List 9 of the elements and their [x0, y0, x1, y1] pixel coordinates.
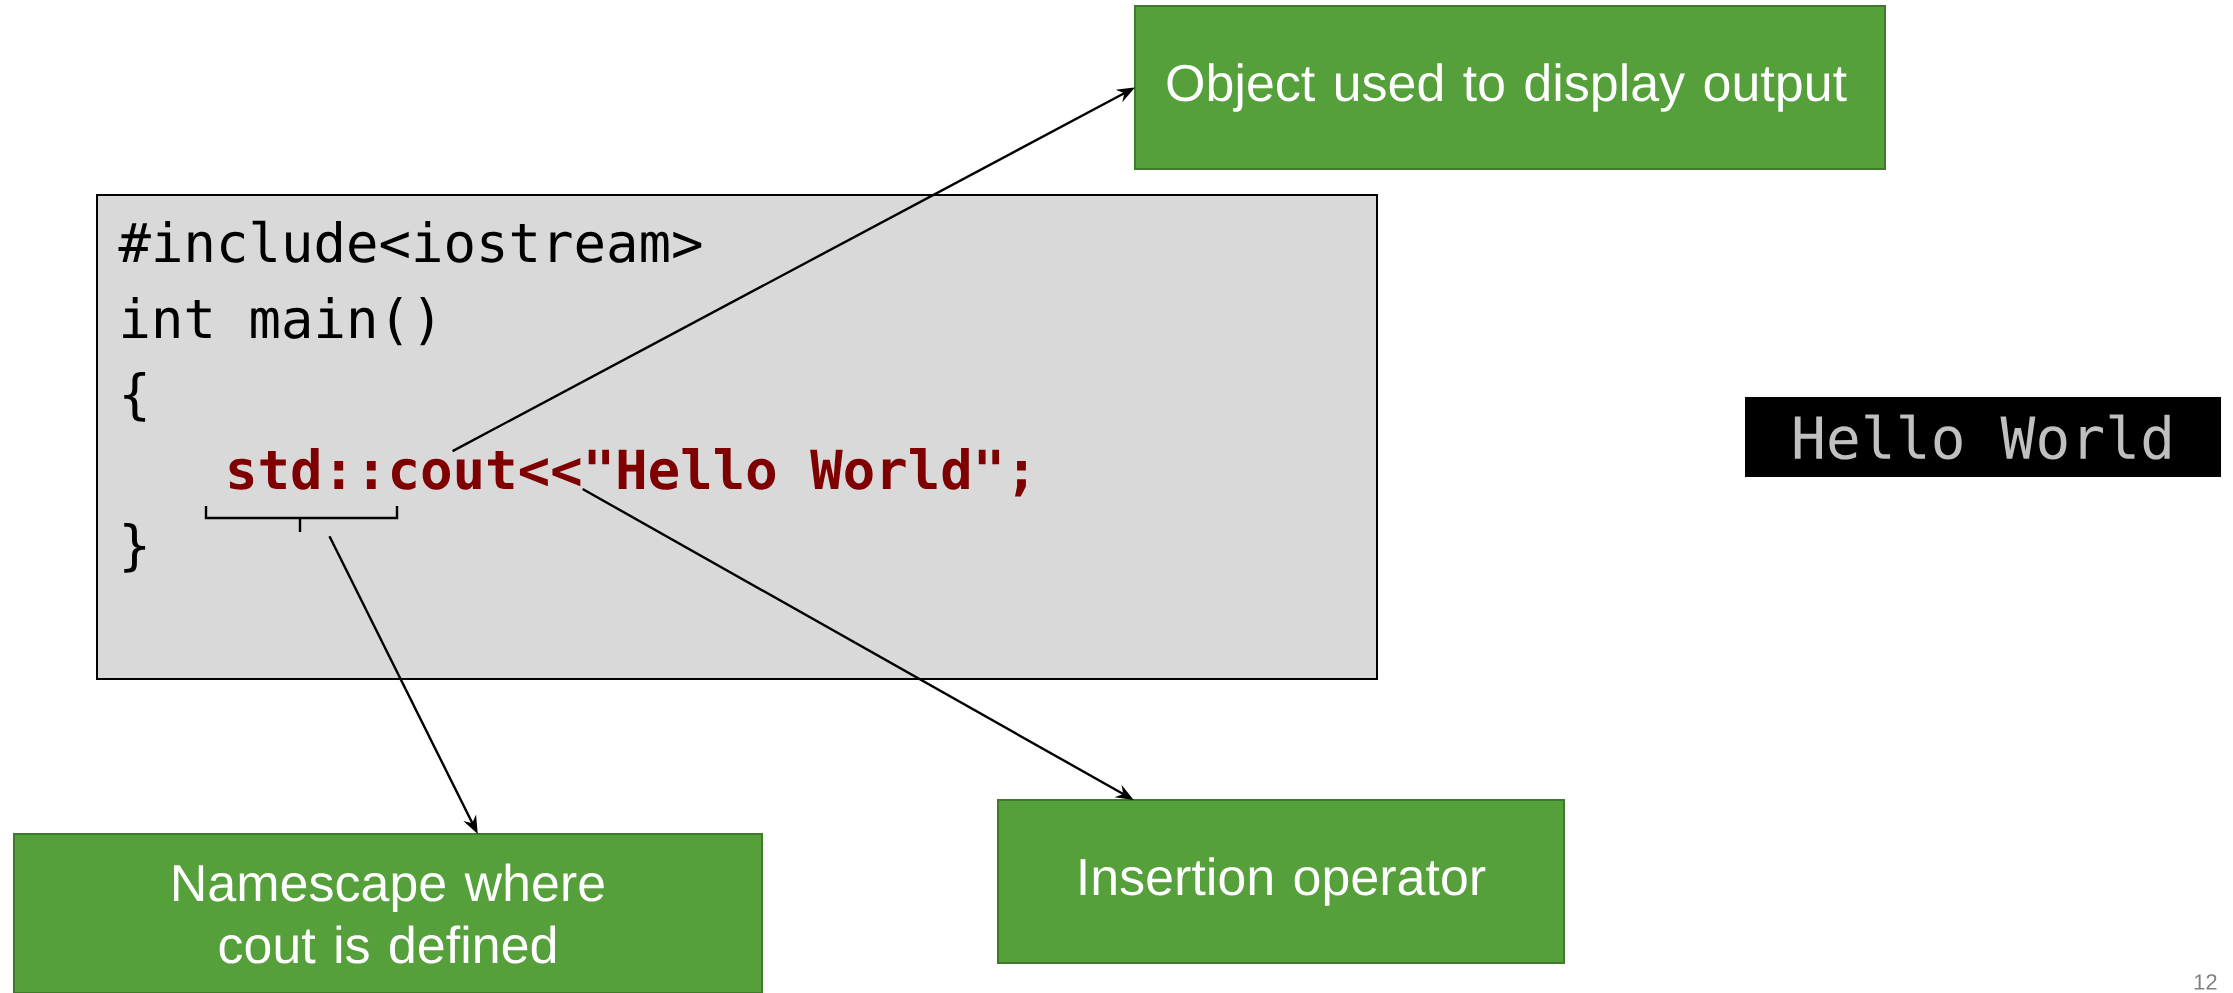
code-token: "Hello World"; [588, 448, 1026, 497]
callout-box: Namescape where cout is defined [13, 833, 763, 993]
console-output: Hello World [1745, 397, 2221, 477]
callout-box: Insertion operator [997, 799, 1565, 964]
code-token: std:: [229, 448, 376, 490]
code-token: << [519, 458, 581, 487]
code-token: cout [392, 451, 514, 490]
callout-box: Object used to display output [1134, 5, 1886, 170]
page-number: 12 [2194, 974, 2217, 990]
